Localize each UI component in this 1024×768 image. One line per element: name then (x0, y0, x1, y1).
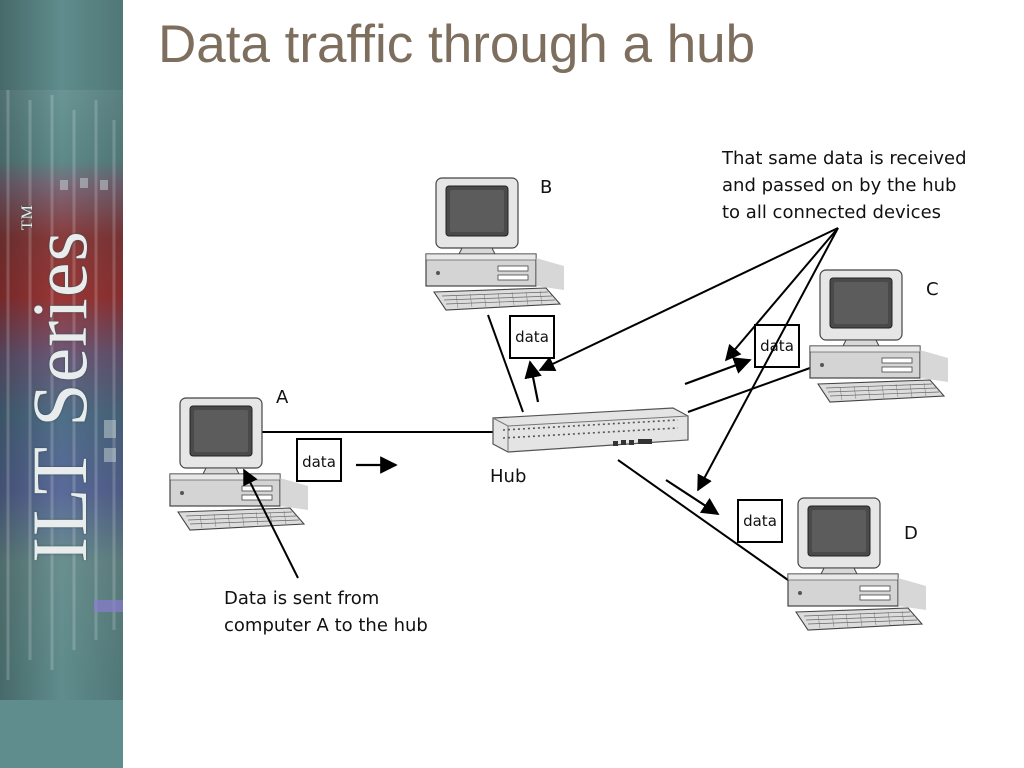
hub-traffic-diagram: A B C D Hub data data data data Data is … (158, 140, 988, 660)
arrow-hub-to-c (684, 357, 752, 386)
pointer-to-packet-b (538, 227, 839, 372)
caption-receive-line-1: That same data is received (721, 148, 967, 169)
slide-title: Data traffic through a hub (158, 15, 756, 74)
packet-label: data (760, 337, 794, 355)
packet-to-c: data (754, 324, 800, 368)
caption-receive-line-3: to all connected devices (722, 202, 941, 223)
label-computer-a: A (276, 387, 289, 408)
caption-receive-line-2: and passed on by the hub (722, 175, 956, 196)
brand-logo-text: ILT SeriesTM (16, 204, 103, 563)
hub-device (492, 407, 689, 453)
network-cables (258, 314, 811, 581)
arrow-hub-to-b (524, 360, 542, 403)
packet-label: data (743, 512, 777, 530)
pointer-to-packet-d (697, 227, 839, 492)
sidebar-banner: ILT SeriesTM (0, 0, 123, 768)
cable-d-hub (617, 459, 789, 581)
cable-c-hub (687, 367, 811, 413)
pointer-to-computer-a (243, 468, 299, 579)
label-computer-c: C (926, 279, 939, 300)
label-computer-d: D (904, 523, 918, 544)
packet-to-hub: data (296, 438, 342, 482)
brand-name: ILT Series (16, 230, 103, 563)
caption-send: Data is sent from computer A to the hub (224, 588, 428, 636)
arrow-hub-to-d (665, 479, 720, 515)
sidebar-art (0, 0, 123, 768)
caption-receive: That same data is received and passed on… (721, 148, 972, 223)
label-computer-b: B (540, 177, 552, 198)
packet-label: data (302, 453, 336, 471)
packet-label: data (515, 328, 549, 346)
caption-send-line-2: computer A to the hub (224, 615, 428, 636)
cable-b-hub (487, 314, 524, 413)
packet-to-d: data (737, 499, 783, 543)
packet-to-b: data (509, 315, 555, 359)
pointer-to-packet-c (724, 227, 839, 362)
label-hub: Hub (490, 466, 526, 487)
callout-pointers (243, 227, 839, 579)
caption-send-line-1: Data is sent from (224, 588, 379, 609)
traffic-arrows (356, 357, 752, 515)
brand-trademark: TM (19, 204, 36, 231)
